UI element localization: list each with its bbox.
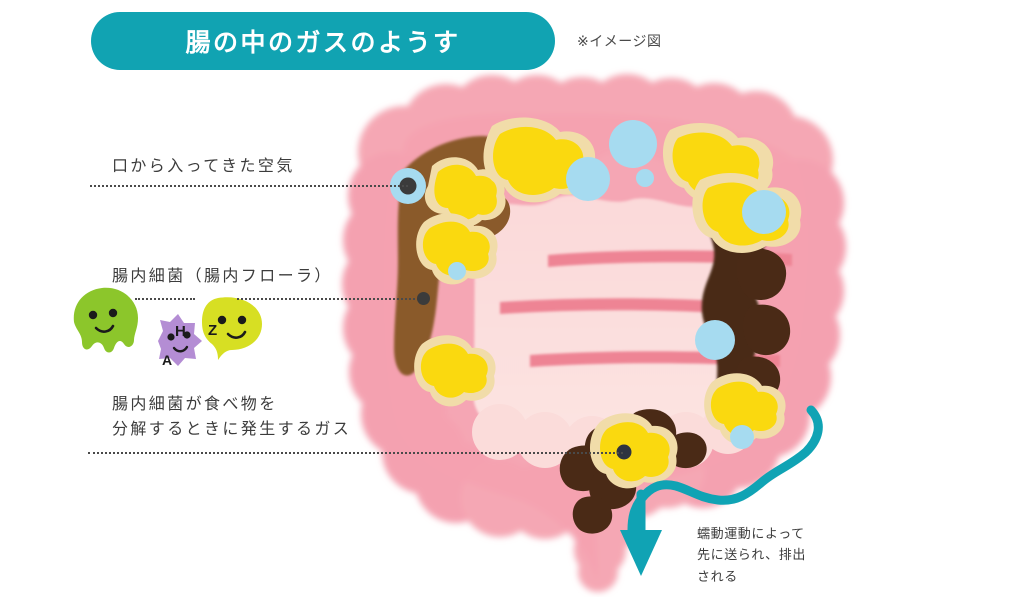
microbe-purple-letter: A	[162, 352, 173, 368]
air-bubble	[730, 425, 754, 449]
peristalsis-annotation-line2: 先に送られ、排出	[697, 547, 806, 563]
microbe-green	[73, 287, 138, 353]
leader-line-gas	[88, 452, 623, 454]
peristalsis-annotation-line3: される	[697, 568, 738, 584]
callout-label-gas-line1: 腸内細菌が食べ物を	[112, 396, 278, 413]
gut-flora-characters	[73, 287, 262, 366]
callout-label-flora: 腸内細菌（腸内フローラ）	[112, 268, 333, 285]
air-bubbles	[448, 120, 786, 449]
peristalsis-arrow	[620, 405, 823, 576]
gas-cluster	[424, 157, 506, 228]
callout-label-gas-line2: 分解するときに発生するガス	[112, 420, 352, 438]
peristalsis-annotation-line1: 蠕動運動によって	[697, 526, 805, 541]
page-title-pill: 腸の中のガスのようす	[91, 12, 555, 70]
peristalsis-annotation: 蠕動運動によって 先に送られ、排出 される	[697, 523, 806, 587]
leader-line-flora-right	[237, 298, 419, 300]
image-disclaimer-note: ※イメージ図	[577, 33, 662, 49]
leader-line-air	[90, 185, 408, 187]
air-bubble	[566, 157, 610, 201]
callout-label-air: 口から入ってきた空気	[112, 158, 295, 175]
air-bubble-callout-marker	[390, 168, 426, 204]
leader-dot-flora	[417, 292, 430, 305]
air-bubble	[448, 262, 466, 280]
air-bubble	[742, 190, 786, 234]
microbe-purple	[158, 314, 202, 366]
air-bubble	[609, 120, 657, 168]
gas-cluster	[416, 213, 498, 285]
page-title: 腸の中のガスのようす	[185, 29, 461, 57]
microbe-green-letter: H	[175, 323, 186, 340]
microbe-yellow	[202, 297, 262, 360]
gas-cluster-target	[589, 413, 678, 489]
air-bubble	[695, 320, 735, 360]
gas-cluster	[414, 335, 496, 407]
callout-label-gas: 腸内細菌が食べ物を 分解するときに発生するガス	[112, 393, 351, 443]
gas-cluster	[704, 373, 786, 445]
air-bubble	[636, 169, 654, 187]
gas-callout-marker	[616, 444, 632, 460]
microbe-yellow-letter: Z	[208, 322, 218, 339]
leader-line-flora-left	[135, 298, 195, 300]
